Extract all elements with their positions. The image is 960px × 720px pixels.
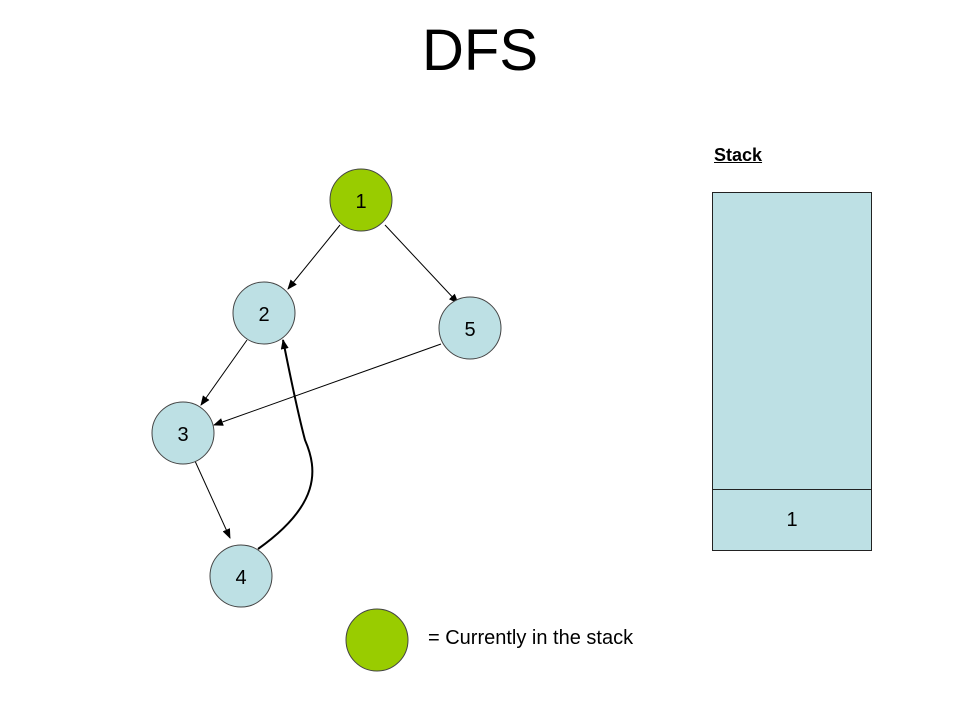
node-5-circle: [438, 296, 502, 360]
edge-2-3: [200, 339, 248, 406]
node-5: 5: [438, 296, 502, 360]
slide-title: DFS: [422, 18, 538, 83]
edge-5-3: [213, 343, 442, 426]
node-2: 2: [232, 281, 296, 345]
edge-1-2: [287, 224, 341, 290]
node-3: 3: [151, 401, 215, 465]
node-1-circle: [329, 168, 393, 232]
node-5-label: 5: [464, 319, 475, 341]
node-4-label: 4: [235, 567, 246, 589]
stack: 1: [712, 192, 872, 551]
edge-1-5: [384, 224, 459, 304]
stack-item: 1: [713, 489, 871, 550]
node-2-circle: [232, 281, 296, 345]
legend-swatch: [345, 608, 409, 672]
node-4-circle: [209, 544, 273, 608]
edge-4-2: [257, 339, 314, 550]
node-3-circle: [151, 401, 215, 465]
node-3-label: 3: [177, 424, 188, 446]
node-1-label: 1: [355, 191, 366, 213]
stack-label: Stack: [714, 145, 763, 165]
edge-3-4: [194, 460, 231, 539]
legend-text: = Currently in the stack: [428, 627, 634, 649]
node-1: 1: [329, 168, 393, 232]
node-4: 4: [209, 544, 273, 608]
node-2-label: 2: [258, 304, 269, 326]
